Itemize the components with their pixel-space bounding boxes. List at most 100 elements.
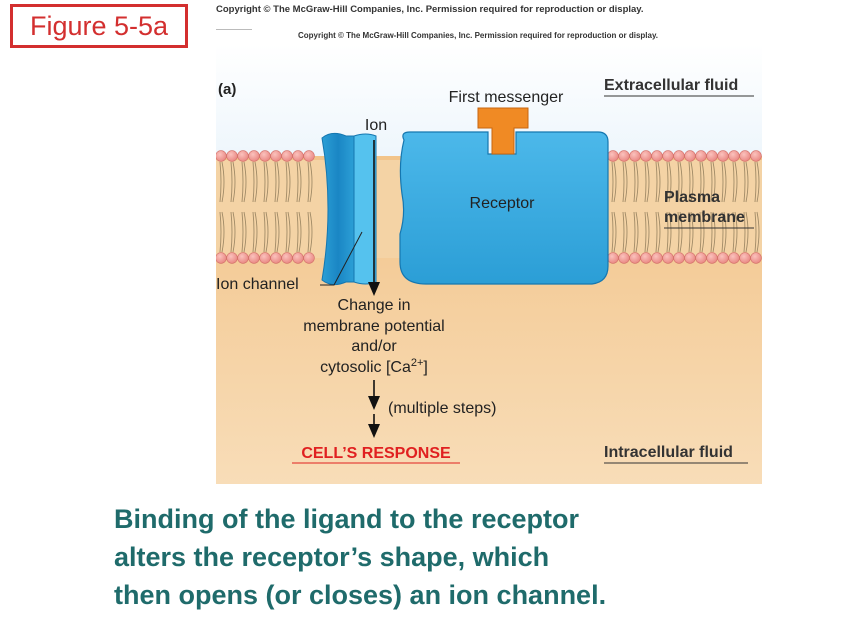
lipid-tail: [241, 161, 244, 203]
lipid-head: [651, 252, 663, 264]
lipid-head: [706, 150, 718, 162]
lipid-head: [303, 252, 315, 264]
lipid-tail: [688, 161, 691, 203]
lipid-tail: [285, 211, 288, 253]
lipid-tail: [754, 161, 757, 203]
lipid-tail: [677, 161, 680, 203]
caption-line-2: alters the receptor’s shape, which: [114, 542, 550, 572]
lipid-tail: [756, 211, 760, 253]
lipid-head: [248, 150, 260, 162]
lipid-tail: [276, 211, 280, 253]
copyright-notice-inner: Copyright © The McGraw-Hill Companies, I…: [298, 31, 659, 40]
lipid-tail: [679, 161, 683, 203]
ion-label: Ion: [365, 117, 387, 134]
lipid-tail: [298, 161, 302, 203]
ion-channel-label: Ion channel: [216, 276, 299, 293]
lipid-tail: [655, 211, 658, 253]
lipid-tail: [287, 211, 291, 253]
lipid-tail: [690, 211, 694, 253]
lipid-tail: [745, 161, 749, 203]
lipid-tail: [710, 161, 713, 203]
lipid-tail: [298, 211, 302, 253]
calcium-prefix: cytosolic [Ca: [320, 359, 411, 376]
lipid-tail: [710, 211, 713, 253]
lipid-head: [651, 150, 663, 162]
extracellular-region: [216, 44, 762, 156]
lipid-head: [259, 150, 271, 162]
lipid-head: [706, 252, 718, 264]
change-line2: membrane potential: [303, 318, 444, 335]
lipid-tail: [611, 211, 614, 253]
lipid-tail: [265, 211, 269, 253]
lipid-tail: [624, 161, 628, 203]
lipid-head: [618, 150, 630, 162]
lipid-tail: [221, 161, 225, 203]
plasma-membrane-label-line2: membrane: [664, 209, 745, 226]
lipid-head: [618, 252, 630, 264]
lipid-head: [607, 150, 619, 162]
lipid-head: [662, 252, 674, 264]
lipid-tail: [307, 161, 310, 203]
lipid-head: [750, 252, 762, 264]
lipid-heads: [216, 150, 762, 264]
lipid-head: [226, 252, 238, 264]
divider: [216, 29, 252, 30]
receptor-label: Receptor: [470, 195, 536, 212]
caption-line-3: then opens (or closes) an ion channel.: [114, 580, 607, 610]
lipid-tail: [274, 211, 277, 253]
lipid-head: [750, 150, 762, 162]
lipid-tail: [276, 161, 280, 203]
lipid-tail: [754, 211, 757, 253]
lipid-tail: [743, 211, 746, 253]
lipid-head: [303, 150, 315, 162]
lipid-head: [673, 150, 685, 162]
lipid-tail: [734, 161, 738, 203]
lipid-head: [695, 252, 707, 264]
lipid-head: [226, 150, 238, 162]
copyright-notice: Copyright © The McGraw-Hill Companies, I…: [216, 4, 644, 15]
ion-flow-arrowhead: [368, 282, 380, 296]
calcium-suffix: ]: [423, 359, 427, 376]
lipid-head: [237, 252, 249, 264]
lipid-tail: [243, 161, 247, 203]
lipid-head: [270, 150, 282, 162]
lipid-tail: [712, 211, 716, 253]
lipid-tail: [265, 161, 269, 203]
lipid-tail: [646, 211, 650, 253]
step-arrow-2-head: [368, 424, 380, 438]
lipid-tail: [232, 211, 236, 253]
lipid-head: [259, 252, 271, 264]
lipid-head: [216, 252, 227, 264]
lipid-head: [248, 252, 260, 264]
lipid-head: [629, 252, 641, 264]
lipid-head: [237, 150, 249, 162]
lipid-tail: [622, 161, 625, 203]
lipid-tail: [644, 161, 647, 203]
receptor-shape: [399, 131, 609, 285]
lipid-head: [717, 252, 729, 264]
ion-channel-leader: [320, 231, 363, 286]
lipid-head: [739, 150, 751, 162]
lipid-tail: [732, 161, 735, 203]
lipid-tail: [657, 161, 661, 203]
lipid-head: [607, 252, 619, 264]
calcium-superscript: 2+: [411, 357, 424, 369]
lipid-head: [292, 252, 304, 264]
lipid-tail: [254, 211, 258, 253]
caption: Binding of the ligand to the receptor al…: [114, 500, 834, 614]
lipid-tail: [677, 211, 680, 253]
lipid-tails: [219, 161, 760, 253]
lipid-tail: [690, 161, 694, 203]
lipid-tail: [666, 161, 669, 203]
lipid-tail: [721, 211, 724, 253]
lipid-head: [684, 252, 696, 264]
multiple-steps-label: (multiple steps): [388, 400, 496, 417]
lipid-tail: [633, 211, 636, 253]
lipid-tail: [668, 161, 672, 203]
lipid-tail: [723, 161, 727, 203]
lipid-tail: [668, 211, 672, 253]
lipid-tail: [230, 161, 233, 203]
lipid-tail: [287, 161, 291, 203]
lipid-head: [684, 150, 696, 162]
lipid-tail: [712, 161, 716, 203]
